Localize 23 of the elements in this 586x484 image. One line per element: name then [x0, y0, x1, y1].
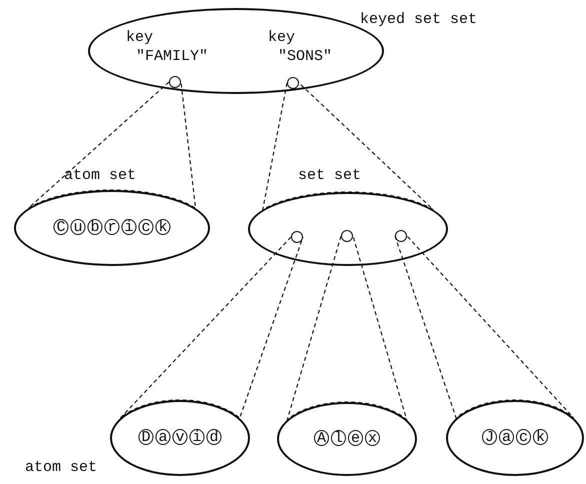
- ellipse-node: [248, 166, 450, 268]
- ellipse-node: [446, 400, 584, 476]
- ellipse-node: [277, 402, 417, 476]
- set-label: keyed set set: [360, 12, 478, 28]
- element-circle: [341, 230, 353, 242]
- circled-letters: C u b r i c k: [53, 219, 171, 237]
- set-label: atom set: [25, 460, 98, 476]
- key-label: key "SONS": [268, 28, 332, 66]
- projection-lines: [28, 81, 196, 209]
- ellipse-node: [14, 166, 212, 268]
- ellipse-node: [110, 400, 250, 476]
- projection-lines: [120, 236, 304, 419]
- element-circle: [395, 230, 407, 242]
- element-circle: [291, 231, 303, 243]
- set-label: set set: [298, 168, 362, 184]
- projection-lines: [394, 235, 574, 419]
- circled-letters: D a v i d: [138, 429, 222, 447]
- projection-lines: [286, 235, 408, 420]
- set-label: atom set: [64, 168, 136, 184]
- circled-letters: J a c k: [482, 429, 548, 447]
- circled-letters: A l e x: [314, 430, 380, 448]
- projection-lines: [262, 82, 434, 210]
- key-label: key "FAMILY": [126, 28, 208, 66]
